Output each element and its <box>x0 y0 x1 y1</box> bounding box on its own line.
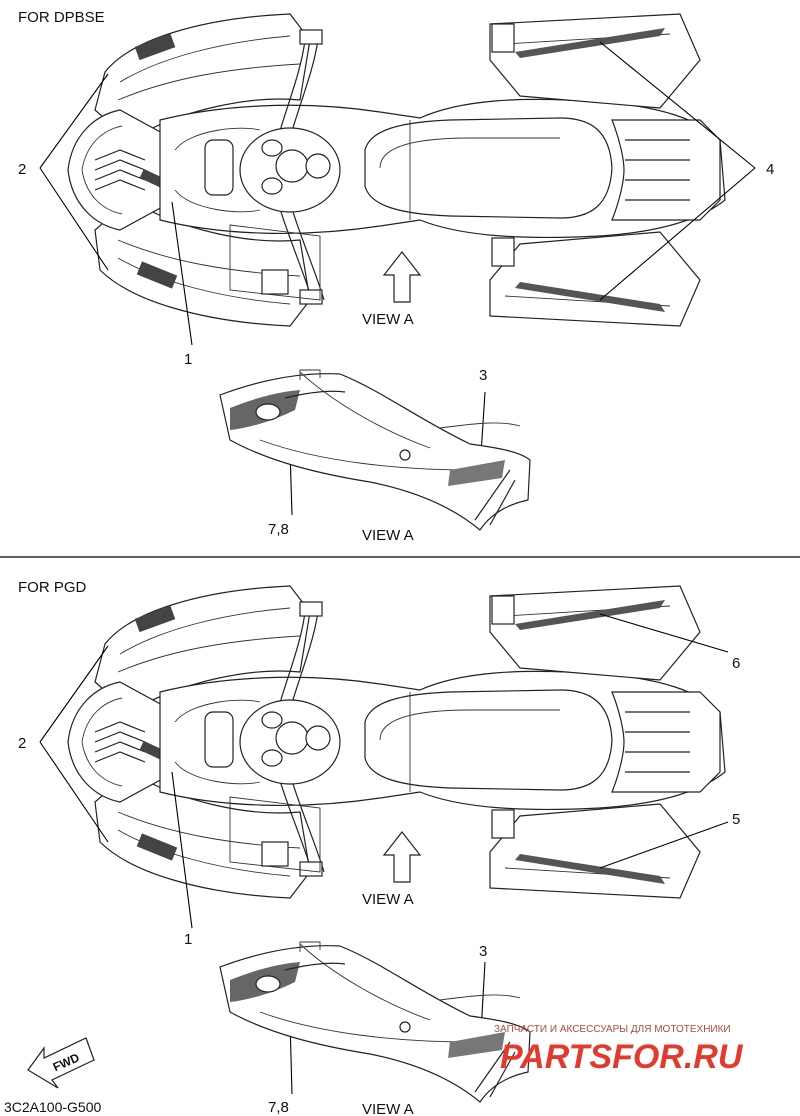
view-arrow-icon <box>382 831 422 883</box>
callout-3: 3 <box>479 367 487 384</box>
atv-side-view <box>219 941 531 1103</box>
callout-1: 1 <box>184 931 192 948</box>
callout-5: 5 <box>732 811 740 828</box>
callout-2: 2 <box>18 161 26 178</box>
callout-7-8: 7,8 <box>268 1099 289 1116</box>
section-title: FOR PGD <box>18 579 87 596</box>
callout-7-8: 7,8 <box>268 521 289 538</box>
view-label-top: VIEW A <box>362 891 414 908</box>
fwd-arrow-icon: FWD <box>27 1037 95 1089</box>
watermark: ЗАПЧАСТИ И АКСЕССУАРЫ ДЛЯ МОТОТЕХНИКИ PA… <box>494 1024 744 1076</box>
callout-4: 4 <box>766 161 774 178</box>
section-dpbse: FOR DPBSE 2 1 4 3 7,8 VIEW A VIEW A <box>18 9 774 544</box>
view-label-side: VIEW A <box>362 527 414 544</box>
view-arrow-icon <box>382 251 422 303</box>
view-label-top: VIEW A <box>362 311 414 328</box>
atv-side-view <box>219 369 531 531</box>
watermark-brand: PARTSFOR.RU <box>500 1038 744 1076</box>
part-code: 3C2A100-G500 <box>4 1099 102 1115</box>
section-pgd: FOR PGD 2 1 6 5 3 7,8 VIEW A VIEW A <box>18 579 740 1116</box>
watermark-small-text: ЗАПЧАСТИ И АКСЕССУАРЫ ДЛЯ МОТОТЕХНИКИ <box>494 1024 731 1035</box>
callout-6: 6 <box>732 655 740 672</box>
callout-2: 2 <box>18 735 26 752</box>
leader-lines <box>39 613 729 1095</box>
section-title: FOR DPBSE <box>18 9 105 26</box>
callout-1: 1 <box>184 351 192 368</box>
callout-3: 3 <box>479 943 487 960</box>
view-label-side: VIEW A <box>362 1101 414 1116</box>
